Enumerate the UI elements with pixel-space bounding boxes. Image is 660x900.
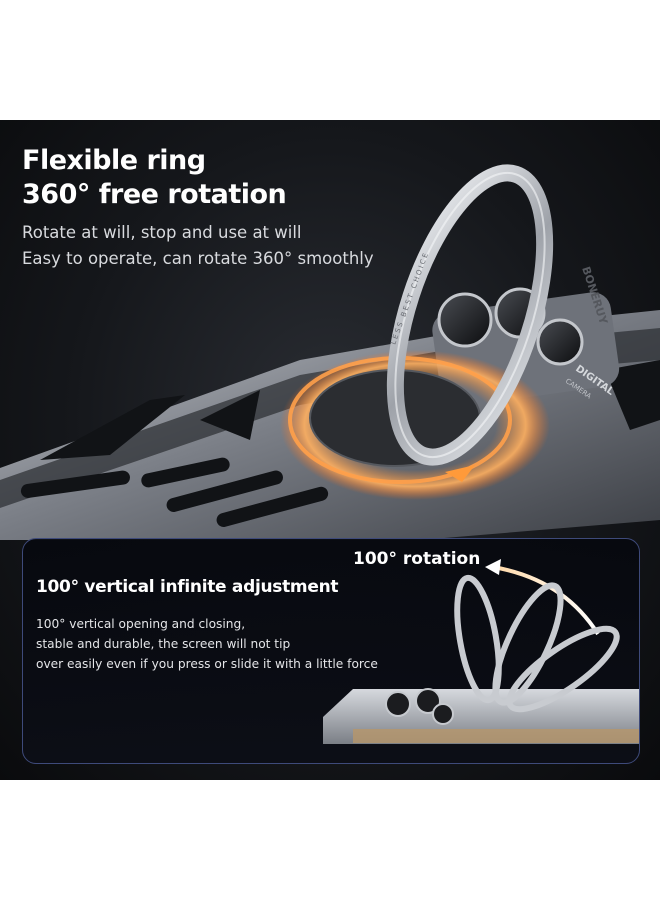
inset-phone-render bbox=[323, 559, 639, 744]
headline-line-1: Flexible ring bbox=[22, 145, 206, 176]
inset-title: 100° vertical infinite adjustment bbox=[36, 577, 339, 597]
rotation-inset-card: 100° rotation 100° vertical infinite adj… bbox=[22, 538, 640, 764]
inset-description-line-1: 100° vertical opening and closing, bbox=[36, 617, 246, 631]
inset-description-line-3: over easily even if you press or slide i… bbox=[36, 657, 378, 671]
subtext-line-1: Rotate at will, stop and use at will bbox=[22, 223, 302, 242]
phone-case-render: DIGITAL CAMERA BONERUY LESS BEST CHOICE bbox=[0, 164, 660, 540]
headline-line-2: 360° free rotation bbox=[22, 179, 287, 210]
rotation-arrow bbox=[492, 565, 600, 636]
ring-positions bbox=[454, 574, 620, 713]
rotation-label: 100° rotation bbox=[353, 549, 481, 569]
product-image-panel: DIGITAL CAMERA BONERUY LESS BEST CHOICE … bbox=[0, 120, 660, 780]
inset-description-line-2: stable and durable, the screen will not … bbox=[36, 637, 291, 651]
subtext-line-2: Easy to operate, can rotate 360° smoothl… bbox=[22, 249, 374, 268]
